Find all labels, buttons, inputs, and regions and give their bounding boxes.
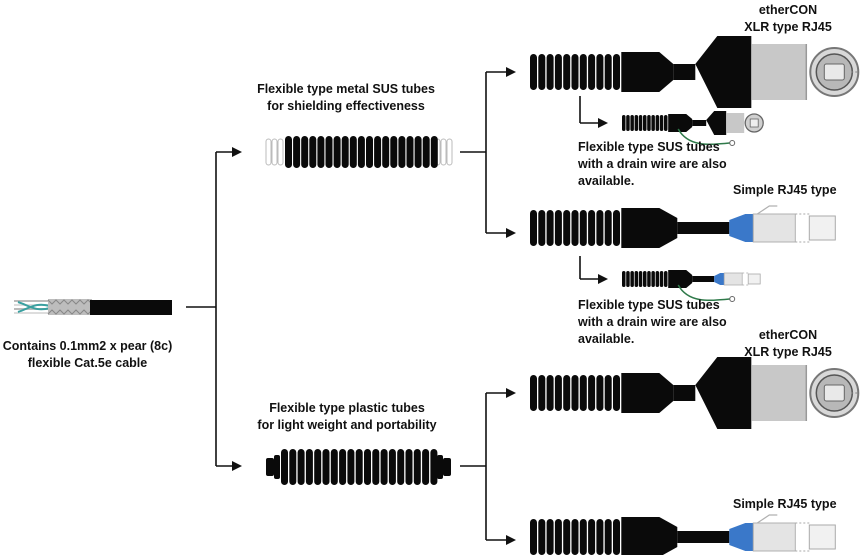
ethercon-top-line-2: XLR type RJ45	[744, 20, 832, 34]
plastic-line-1: Flexible type plastic tubes	[269, 401, 425, 415]
plastic-line-2: for light weight and portability	[257, 418, 437, 432]
simple-rj45-assembly-plastic	[530, 514, 836, 555]
drain-bottom-line-2: with a drain wire are also	[578, 315, 727, 329]
cat5e-cable-image	[14, 299, 172, 315]
plastic-tube-caption: Flexible type plastic tubes for light we…	[243, 400, 451, 434]
drain-top-line-2: with a drain wire are also	[578, 157, 727, 171]
ethercon-caption-bottom: etherCON XLR type RJ45	[728, 327, 848, 361]
cable-line-2: flexible Cat.5e cable	[27, 356, 148, 370]
drain-top-line-1: Flexible type SUS tubes	[578, 140, 720, 154]
ethercon-bottom-line-1: etherCON	[758, 328, 818, 342]
tree-lines	[186, 67, 608, 545]
cable-description: Contains 0.1mm2 x pear (8c) flexible Cat…	[0, 338, 175, 372]
drain-bottom-line-1: Flexible type SUS tubes	[578, 298, 720, 312]
drain-wire-caption-bottom: Flexible type SUS tubes with a drain wir…	[578, 297, 727, 348]
ethercon-assembly-metal	[530, 36, 860, 108]
metal-line-1: Flexible type metal SUS tubes	[257, 82, 435, 96]
cable-line-1: Contains 0.1mm2 x pear (8c)	[2, 339, 173, 353]
plastic-tube-image	[266, 449, 451, 485]
simple-rj45-caption-top: Simple RJ45 type	[733, 183, 837, 197]
ethercon-bottom-line-2: XLR type RJ45	[744, 345, 832, 359]
simple-rj45-caption-bottom: Simple RJ45 type	[733, 497, 837, 511]
metal-line-2: for shielding effectiveness	[267, 99, 425, 113]
drain-top-line-3: available.	[578, 174, 635, 188]
ethercon-top-line-1: etherCON	[758, 3, 818, 17]
metal-tube-caption: Flexible type metal SUS tubes for shield…	[242, 81, 450, 115]
drain-wire-rj45-assembly	[622, 270, 761, 302]
simple-rj45-assembly-metal	[530, 205, 836, 248]
drain-wire-caption-top: Flexible type SUS tubes with a drain wir…	[578, 139, 727, 190]
ethercon-assembly-plastic	[530, 357, 860, 429]
drain-wire-ethercon-assembly	[622, 111, 764, 146]
drain-bottom-line-3: available.	[578, 332, 635, 346]
ethercon-caption-top: etherCON XLR type RJ45	[728, 2, 848, 36]
metal-sus-tube-image	[265, 136, 453, 168]
